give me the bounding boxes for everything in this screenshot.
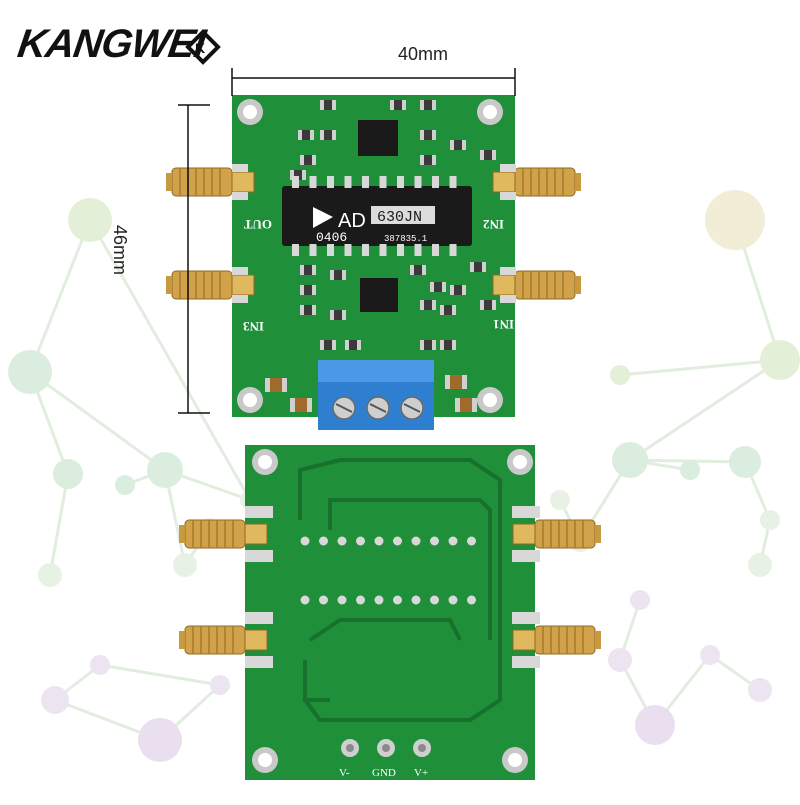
mount-hole (502, 747, 528, 773)
chip-logo-text: AD (338, 210, 366, 232)
power-pin-vpos (413, 739, 431, 757)
mount-hole (507, 449, 533, 475)
sma-connectors-bottom (179, 506, 601, 668)
screw-terminal (318, 360, 434, 430)
brand-logo-text: KANGWEI (14, 22, 208, 66)
width-label: 40mm (398, 44, 449, 64)
board-top: AD 630JN 0406 387835.1 OUT IN2 IN3 IN1 (166, 95, 581, 430)
chip-part-number: 630JN (377, 209, 422, 226)
brand-badge-letter: K (195, 40, 205, 56)
soic-chip-u2 (360, 278, 398, 312)
power-pin-vneg (341, 739, 359, 757)
label-in1: IN1 (493, 317, 514, 332)
dip-chip: AD 630JN 0406 387835.1 (282, 176, 472, 256)
mount-hole (237, 387, 263, 413)
mount-hole (252, 449, 278, 475)
chip-lot-number: 387835.1 (384, 234, 427, 244)
mount-hole (237, 99, 263, 125)
dimension-lines (178, 68, 516, 414)
height-label: 46mm (110, 225, 130, 276)
smd-components (265, 100, 496, 412)
label-out: OUT (244, 217, 273, 232)
label-gnd: GND (372, 767, 396, 779)
chip-date-code: 0406 (316, 230, 347, 245)
label-vneg: V- (339, 767, 350, 779)
analog-devices-logo-icon (313, 207, 333, 228)
soic-chip-u3 (358, 120, 398, 156)
mount-hole (252, 747, 278, 773)
label-vpos: V+ (414, 767, 428, 779)
label-in2: IN2 (483, 217, 504, 232)
mount-hole (477, 387, 503, 413)
mount-hole (477, 99, 503, 125)
board-bottom: V- GND V+ (179, 445, 601, 780)
power-pin-gnd (377, 739, 395, 757)
dip-solder-holes (300, 536, 476, 605)
copper-traces (298, 458, 502, 722)
label-in3: IN3 (243, 319, 264, 334)
sma-connectors-top (166, 164, 581, 303)
brand-badge-icon: K (185, 29, 221, 65)
